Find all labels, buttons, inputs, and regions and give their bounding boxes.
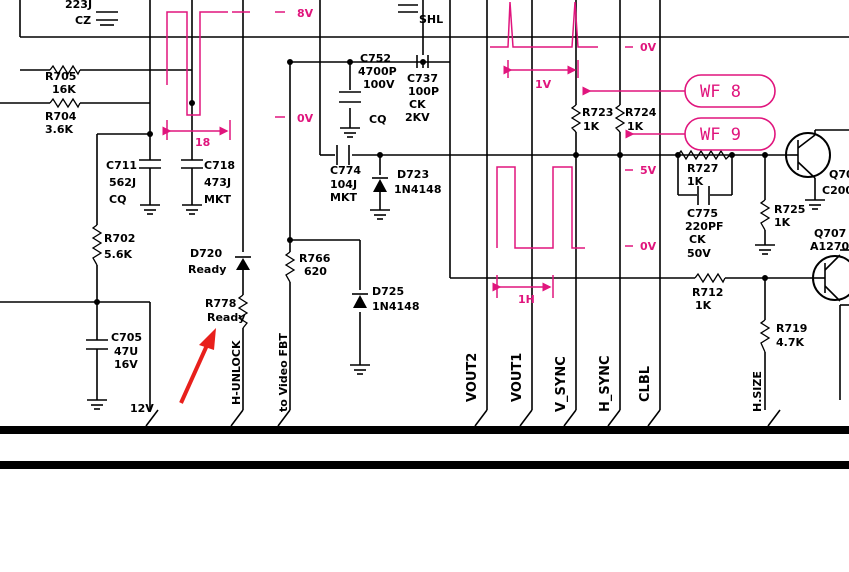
ground-symbols <box>87 11 825 410</box>
r723-value: 1K <box>583 120 600 133</box>
cap-top-type: CZ <box>75 14 91 27</box>
d720-value: Ready <box>188 263 226 276</box>
wf-center-top-level: 0V <box>640 41 657 54</box>
wf-center2-top-level: 5V <box>640 164 657 177</box>
c775-value: 220PF <box>685 220 724 233</box>
q-top-ref: Q70 <box>829 168 849 181</box>
r725-value: 1K <box>774 216 791 229</box>
r719-value: 4.7K <box>776 336 804 349</box>
net-12v: 12V <box>130 402 154 415</box>
waveform-labels: 8V 0V 18 0V 1V 5V 0V 1H WF 8 WF 9 <box>195 7 741 306</box>
c752-value: 4700P <box>358 65 397 78</box>
capacitor-symbols <box>86 4 710 360</box>
r766-value: 620 <box>304 265 327 278</box>
c752-ref: C752 <box>360 52 391 65</box>
q707-value: A1270 <box>810 240 849 253</box>
c705-volt: 16V <box>114 358 138 371</box>
c774-value: 104J <box>330 178 357 191</box>
r712-value: 1K <box>695 299 712 312</box>
c737-type: CK <box>409 98 426 111</box>
wf-left-period: 18 <box>195 136 210 149</box>
net-h-unlock: H-UNLOCK <box>230 340 243 405</box>
wf-center-period: 1V <box>535 78 552 91</box>
wf-left-top-level: 8V <box>297 7 314 20</box>
resistor-symbols <box>49 64 771 353</box>
d723-ref: D723 <box>397 168 429 181</box>
c775-volt: 50V <box>687 247 711 260</box>
d725-ref: D725 <box>372 285 404 298</box>
r724-ref: R724 <box>625 106 657 119</box>
r727-ref: R727 <box>687 162 718 175</box>
c711-value: 562J <box>109 176 136 189</box>
c705-ref: C705 <box>111 331 142 344</box>
c718-ref: C718 <box>204 159 235 172</box>
c737-value: 100P <box>408 85 439 98</box>
wf-center2-period: 1H <box>518 293 535 306</box>
waveform-annotations <box>162 1 776 298</box>
cap-right-ref: C200 <box>822 184 849 197</box>
r704-ref: R704 <box>45 110 77 123</box>
d720-ref: D720 <box>190 247 222 260</box>
c737-ref: C737 <box>407 72 438 85</box>
c752-volt: 100V <box>363 78 395 91</box>
wf-center2-bottom-level: 0V <box>640 240 657 253</box>
net-vout1: VOUT1 <box>510 353 525 402</box>
c718-type: MKT <box>204 193 231 206</box>
diode-symbols <box>235 177 388 308</box>
r778-value: Ready <box>207 311 245 324</box>
r719-ref: R719 <box>776 322 807 335</box>
c711-ref: C711 <box>106 159 137 172</box>
c705-value: 47U <box>114 345 138 358</box>
cap-top-value: 223J <box>65 0 92 11</box>
r724-value: 1K <box>627 120 644 133</box>
c774-type: MKT <box>330 191 357 204</box>
ground-bus <box>0 426 849 469</box>
c775-type: CK <box>689 233 706 246</box>
r705-value: 16K <box>52 83 76 96</box>
c775-ref: C775 <box>687 207 718 220</box>
net-clbl: CLBL <box>638 366 653 402</box>
net-h-sync: H_SYNC <box>598 355 613 412</box>
r702-value: 5.6K <box>104 248 132 261</box>
junctions <box>94 59 768 305</box>
transistor-symbols <box>785 130 849 302</box>
r727-value: 1K <box>687 175 704 188</box>
net-labels: H-UNLOCK to Video FBT VOUT2 VOUT1 V_SYNC… <box>230 333 764 412</box>
cap-top2-type: SHL <box>419 13 443 26</box>
net-h-size: H.SIZE <box>751 371 764 412</box>
net-vout2: VOUT2 <box>465 353 480 402</box>
red-pointer-arrow <box>179 328 216 404</box>
d725-value: 1N4148 <box>372 300 419 313</box>
r766-ref: R766 <box>299 252 331 265</box>
r704-value: 3.6K <box>45 123 73 136</box>
wf-left-bottom-level: 0V <box>297 112 314 125</box>
c711-type: CQ <box>109 193 126 206</box>
q707-ref: Q707 <box>814 227 846 240</box>
r702-ref: R702 <box>104 232 135 245</box>
component-labels: 223J CZ SHL R705 16K R704 3.6K C711 562J… <box>45 0 849 415</box>
r705-ref: R705 <box>45 70 76 83</box>
net-v-sync: V_SYNC <box>554 356 569 412</box>
c752-type: CQ <box>369 113 386 126</box>
r725-ref: R725 <box>774 203 805 216</box>
r723-ref: R723 <box>582 106 613 119</box>
c774-ref: C774 <box>330 164 361 177</box>
wf9-badge: WF 9 <box>700 125 741 145</box>
c718-value: 473J <box>204 176 231 189</box>
bus-branches <box>145 409 781 427</box>
c737-volt: 2KV <box>405 111 430 124</box>
r712-ref: R712 <box>692 286 723 299</box>
net-to-video-fbt: to Video FBT <box>277 333 290 412</box>
wf8-badge: WF 8 <box>700 82 741 102</box>
r778-ref: R778 <box>205 297 236 310</box>
d723-value: 1N4148 <box>394 183 441 196</box>
